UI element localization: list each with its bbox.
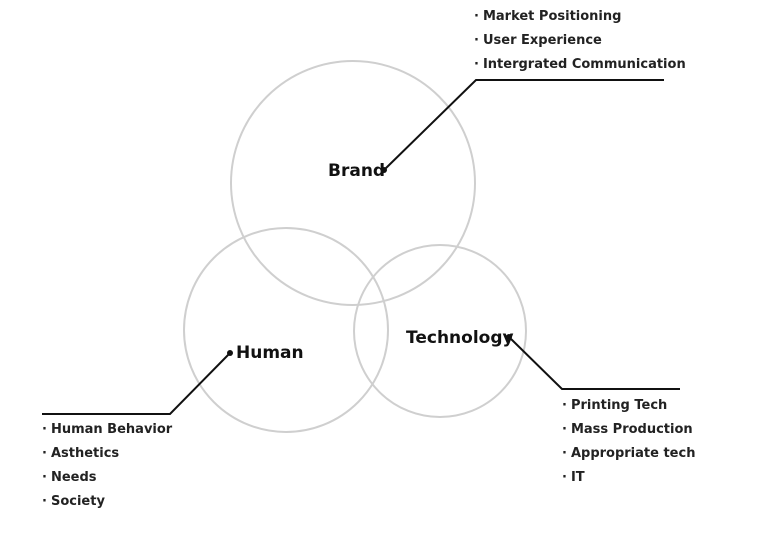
bullet-dot: · <box>562 398 567 413</box>
list-item-text: Intergrated Communication <box>482 57 686 72</box>
list-item-text: Society <box>50 494 105 509</box>
bullet-dot: · <box>562 422 567 437</box>
brand-connector <box>383 79 664 171</box>
list-item-text: Needs <box>50 470 97 485</box>
bullet-dot: · <box>42 446 47 461</box>
human-label: Human <box>236 343 304 363</box>
technology-anchor-dot <box>506 334 512 340</box>
list-item: ·Needs <box>42 466 172 490</box>
brand-item-list: ·Market Positioning ·User Experience ·In… <box>474 5 686 77</box>
list-item-text: Market Positioning <box>482 9 622 24</box>
technology-label: Technology <box>406 328 514 348</box>
bullet-dot: · <box>42 494 47 509</box>
list-item: ·IT <box>562 466 695 490</box>
bullet-dot: · <box>42 470 47 485</box>
brand-circle <box>230 60 476 306</box>
list-item: ·Mass Production <box>562 418 695 442</box>
bullet-dot: · <box>42 422 47 437</box>
human-anchor-dot <box>227 350 233 356</box>
bullet-dot: · <box>474 57 479 72</box>
bullet-dot: · <box>562 446 567 461</box>
list-item-text: IT <box>570 470 585 485</box>
human-circle <box>183 227 389 433</box>
list-item: ·Asthetics <box>42 442 172 466</box>
list-item-text: Printing Tech <box>570 398 668 413</box>
brand-label: Brand <box>328 161 386 181</box>
human-connector <box>42 352 231 415</box>
list-item: ·User Experience <box>474 29 686 53</box>
technology-connector <box>508 336 680 390</box>
list-item-text: Mass Production <box>570 422 693 437</box>
list-item: ·Human Behavior <box>42 418 172 442</box>
list-item-text: Asthetics <box>50 446 120 461</box>
technology-circle <box>353 244 527 418</box>
list-item: ·Society <box>42 490 172 514</box>
list-item: ·Intergrated Communication <box>474 53 686 77</box>
technology-item-list: ·Printing Tech ·Mass Production ·Appropr… <box>562 394 695 490</box>
list-item: ·Market Positioning <box>474 5 686 29</box>
list-item: ·Printing Tech <box>562 394 695 418</box>
list-item-text: Appropriate tech <box>570 446 696 461</box>
bullet-dot: · <box>562 470 567 485</box>
list-item: ·Appropriate tech <box>562 442 695 466</box>
bullet-dot: · <box>474 33 479 48</box>
bullet-dot: · <box>474 9 479 24</box>
human-item-list: ·Human Behavior ·Asthetics ·Needs ·Socie… <box>42 418 172 514</box>
list-item-text: Human Behavior <box>50 422 173 437</box>
brand-anchor-dot <box>381 167 387 173</box>
list-item-text: User Experience <box>482 33 602 48</box>
